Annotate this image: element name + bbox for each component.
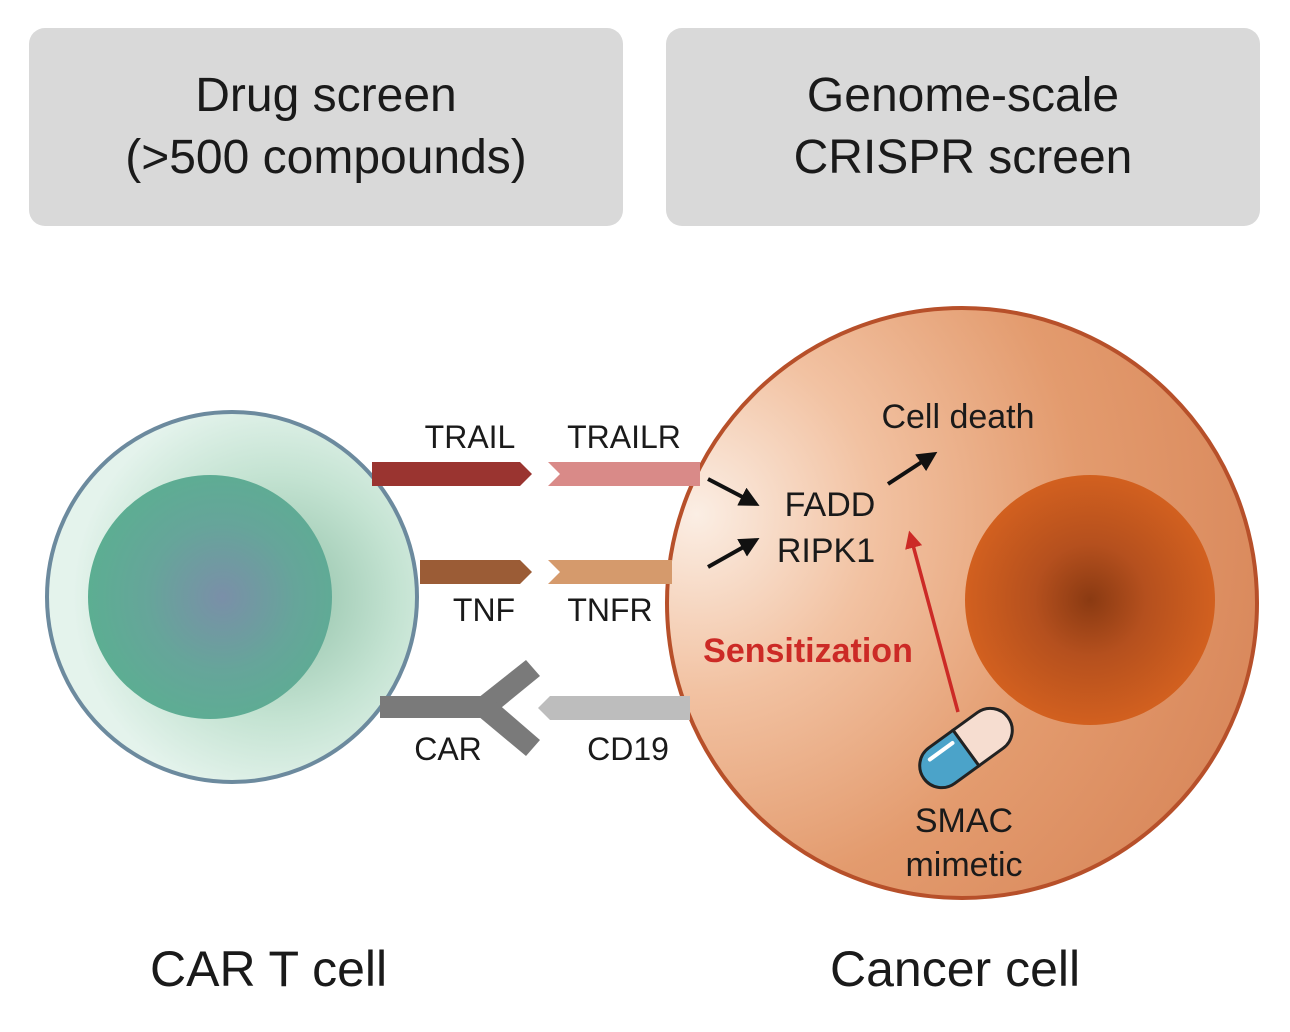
trailr-to-fadd-arrow: [707, 477, 760, 506]
crispr-screen-panel: Genome-scale CRISPR screen: [666, 28, 1260, 226]
t-cell-nucleus: [88, 475, 332, 719]
ripk1-label: RIPK1: [777, 532, 875, 570]
cd19-antigen: [538, 696, 690, 720]
car-t-cell-caption: CAR T cell: [150, 941, 388, 997]
cancer-cell-nucleus: [965, 475, 1215, 725]
cancer-cell: [665, 306, 1259, 900]
mimetic-label: mimetic: [905, 846, 1022, 884]
cancer-cell-caption: Cancer cell: [830, 941, 1081, 997]
trail-label: TRAIL: [425, 419, 516, 455]
cancer-cell-membrane: [665, 306, 1259, 900]
tnfr-to-ripk1-arrow: [707, 538, 760, 569]
sensitization-arrow: [905, 530, 960, 713]
fadd-label: FADD: [785, 486, 876, 524]
trailr-label: TRAILR: [567, 419, 681, 455]
cd19-label: CD19: [587, 731, 669, 767]
smac-label: SMAC: [915, 802, 1013, 840]
crispr-screen-title: Genome-scale: [806, 69, 1120, 122]
tnfr-receptor: [548, 560, 672, 584]
crispr-screen-subtitle: CRISPR screen: [793, 131, 1133, 184]
tnf-ligand: [420, 560, 532, 584]
tnf-label: TNF: [453, 592, 515, 628]
pill-icon: [918, 706, 1014, 790]
drug-screen-title: Drug screen: [195, 69, 457, 122]
tnfr-label: TNFR: [567, 592, 652, 628]
car-t-cell: [45, 410, 419, 784]
car-receptor: [380, 660, 540, 756]
cell-death-label: Cell death: [881, 398, 1034, 436]
sensitization-label: Sensitization: [703, 632, 913, 670]
trail-ligand: [372, 462, 532, 486]
trailr-receptor: [548, 462, 700, 486]
to-cell-death-arrow: [886, 451, 938, 486]
drug-screen-panel: Drug screen (>500 compounds): [29, 28, 623, 226]
drug-screen-subtitle: (>500 compounds): [125, 131, 527, 184]
car-label: CAR: [414, 731, 482, 767]
